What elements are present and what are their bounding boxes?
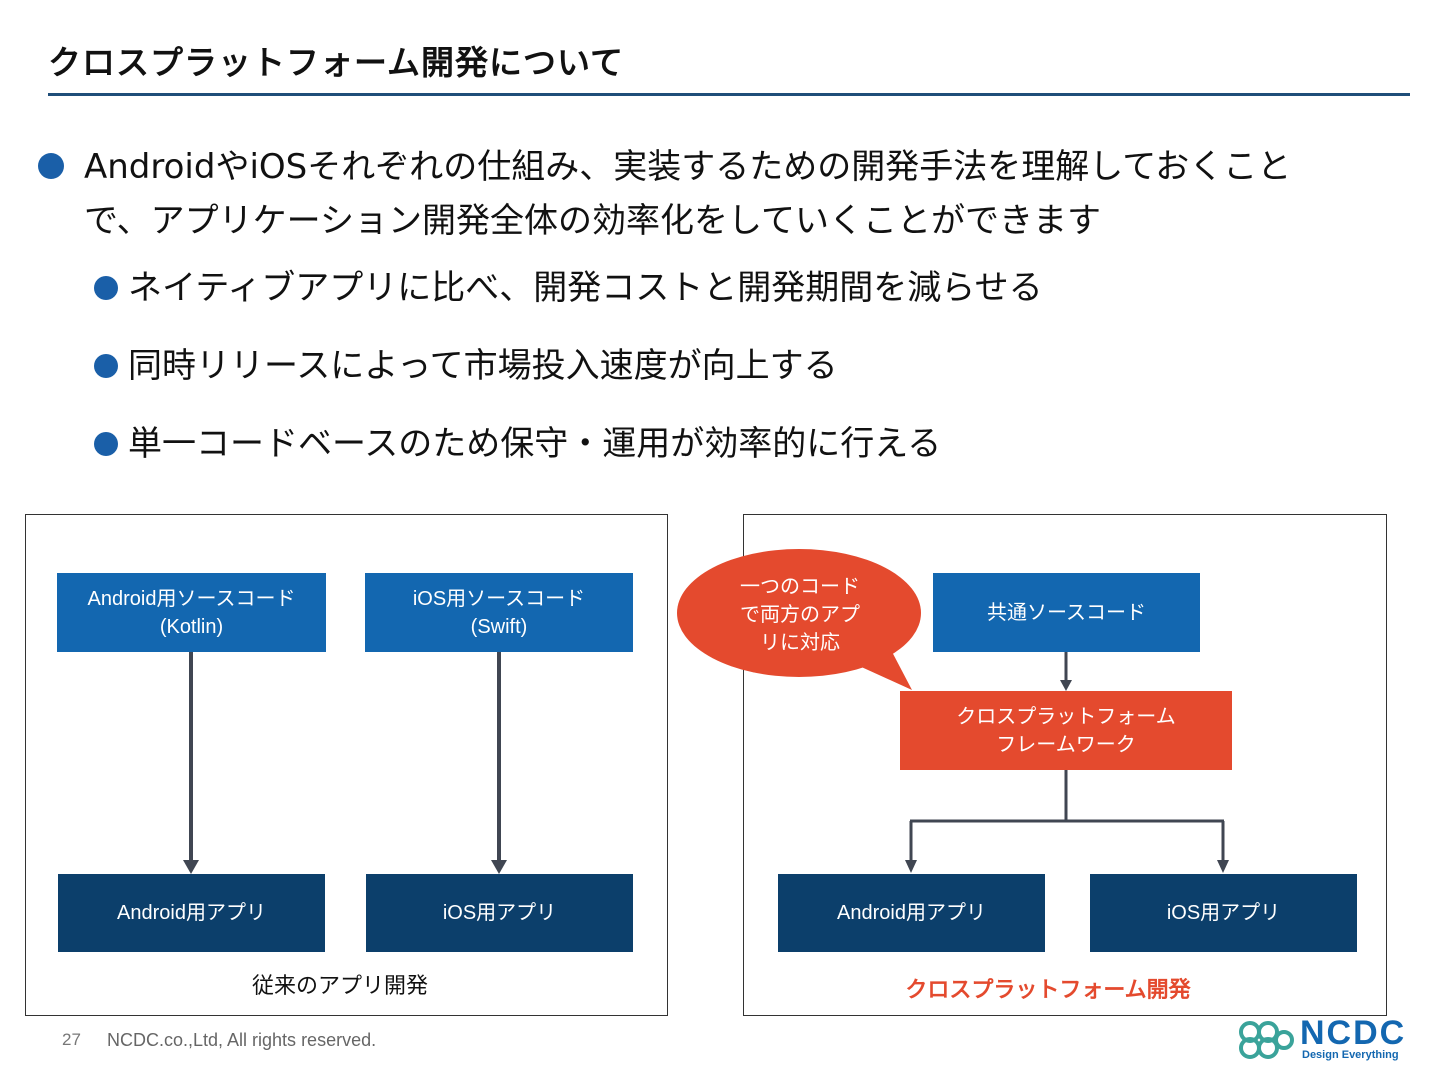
ios-source-lang: (Swift)	[470, 615, 528, 638]
branch-right-head-icon	[1217, 860, 1229, 873]
bullet-dot-icon	[94, 354, 118, 378]
main-bullet-line-1: AndroidやiOSそれぞれの仕組み、実装するための開発手法を理解しておくこと	[84, 147, 1292, 187]
callout-line-1: 一つのコード	[740, 576, 860, 598]
bullet-dot-icon	[94, 432, 118, 456]
title-underline	[48, 93, 1410, 96]
callout-text: 一つのコード で両方のアプ リに対応	[700, 575, 900, 655]
callout-tail	[846, 648, 912, 690]
android-arrow-head-icon	[183, 860, 199, 874]
sub-bullet-text: 単一コードベースのため保守・運用が効率的に行える	[128, 424, 942, 464]
main-bullet-text: AndroidやiOSそれぞれの仕組み、実装するための開発手法を理解しておくこと…	[84, 140, 1291, 248]
callout-bubble	[677, 549, 921, 677]
ios-source-label: iOS用ソースコード	[412, 587, 586, 610]
logo-tagline: Design Everything	[1302, 1049, 1399, 1061]
framework-box: クロスプラットフォーム フレームワーク	[900, 691, 1232, 770]
framework-line-2: フレームワーク	[996, 733, 1136, 756]
logo-knot-icon	[1239, 1021, 1294, 1059]
android-source-box: Android用ソースコード (Kotlin)	[57, 573, 326, 652]
android-source-lang: (Kotlin)	[159, 615, 224, 638]
cross-platform-caption: クロスプラットフォーム開発	[905, 978, 1191, 1003]
cp-ios-app-box: iOS用アプリ	[1090, 874, 1357, 952]
ios-arrow-head-icon	[491, 860, 507, 874]
callout-line-3: リに対応	[760, 632, 840, 654]
branch-left-head-icon	[905, 860, 917, 873]
ios-app-box: iOS用アプリ	[366, 874, 633, 952]
callout-line-2: で両方のアプ	[740, 604, 860, 626]
bullet-dot-icon	[38, 153, 64, 179]
page-number: 27	[62, 1030, 81, 1049]
common-source-box: 共通ソースコード	[933, 573, 1200, 652]
android-source-label: Android用ソースコード	[87, 587, 296, 610]
main-bullet-line-2: で、アプリケーション開発全体の効率化をしていくことができます	[84, 201, 1101, 241]
sub-bullet-text: ネイティブアプリに比べ、開発コストと開発期間を減らせる	[128, 268, 1043, 308]
cp-android-app-box: Android用アプリ	[778, 874, 1045, 952]
sub-bullet-text: 同時リリースによって市場投入速度が向上する	[128, 346, 838, 386]
bullet-dot-icon	[94, 276, 118, 300]
copyright: NCDC.co.,Ltd, All rights reserved.	[107, 1030, 377, 1050]
android-app-label: Android用アプリ	[117, 902, 266, 924]
logo-wordmark: NCDC	[1300, 1014, 1407, 1052]
ncdc-logo: NCDC Design Everything	[1236, 1014, 1412, 1064]
slide-title: クロスプラットフォーム開発について	[48, 43, 625, 82]
traditional-dev-caption: 従来のアプリ開発	[251, 974, 428, 999]
cp-android-app-label: Android用アプリ	[837, 902, 986, 924]
android-app-box: Android用アプリ	[58, 874, 325, 952]
cp-ios-app-label: iOS用アプリ	[1166, 902, 1281, 924]
source-arrow-head-icon	[1060, 680, 1072, 691]
common-source-label: 共通ソースコード	[987, 601, 1146, 624]
ios-source-box: iOS用ソースコード (Swift)	[365, 573, 633, 652]
framework-line-1: クロスプラットフォーム	[956, 705, 1176, 728]
ios-app-label: iOS用アプリ	[442, 902, 557, 924]
